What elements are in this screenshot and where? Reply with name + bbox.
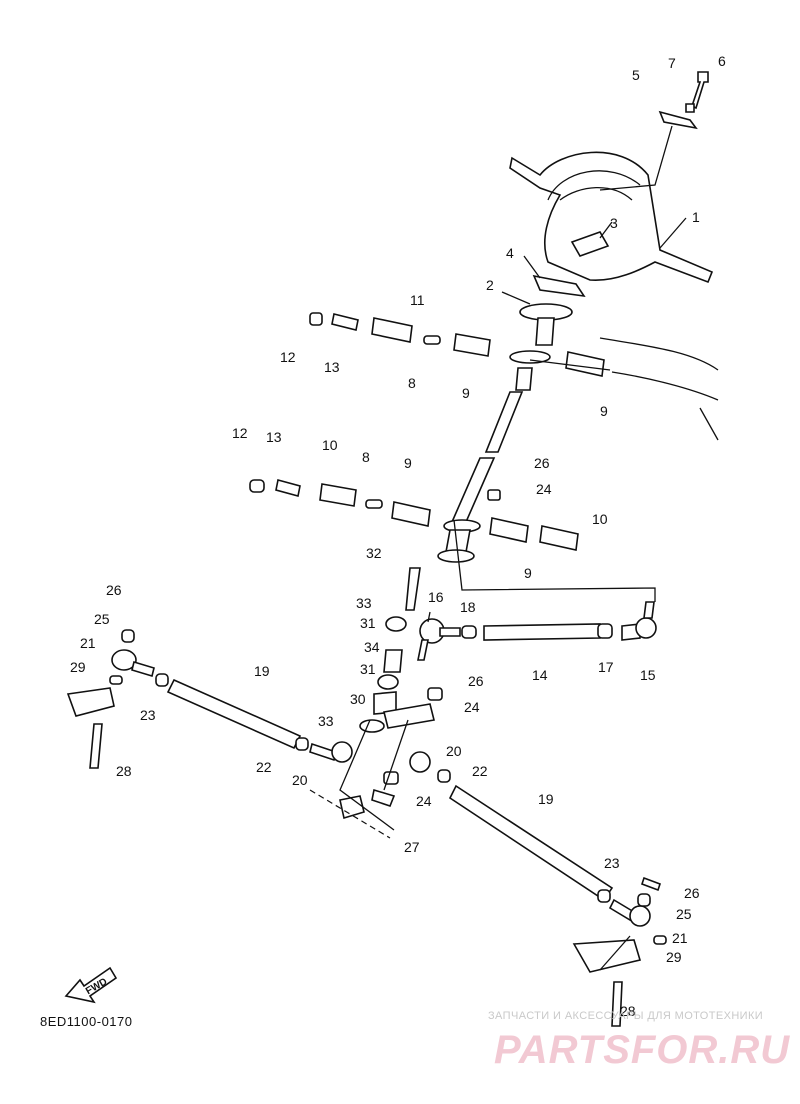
callout-26: 26 xyxy=(106,582,122,598)
callout-24: 24 xyxy=(464,699,480,715)
callout-13: 13 xyxy=(266,429,282,445)
pitman-assembly xyxy=(339,567,443,820)
callout-16: 16 xyxy=(428,589,444,605)
callout-23: 23 xyxy=(140,707,156,723)
callout-1: 1 xyxy=(692,209,700,225)
callout-12: 12 xyxy=(280,349,296,365)
tie-rod-left xyxy=(66,629,353,769)
tie-rod-center xyxy=(417,601,657,661)
callout-10: 10 xyxy=(592,511,608,527)
callout-27: 27 xyxy=(404,839,420,855)
frame-upper-section xyxy=(599,337,719,441)
watermark-caption: ЗАПЧАСТИ И АКСЕССУАРЫ ДЛЯ МОТОТЕХНИКИ xyxy=(488,1010,764,1022)
callout-26: 26 xyxy=(534,455,550,471)
callout-10: 10 xyxy=(322,437,338,453)
callout-9: 9 xyxy=(524,565,532,581)
handlebar-bracket xyxy=(658,110,698,130)
handlebar xyxy=(509,151,714,284)
callout-22: 22 xyxy=(472,763,488,779)
callout-21: 21 xyxy=(672,930,688,946)
callout-19: 19 xyxy=(538,791,554,807)
callout-3: 3 xyxy=(610,215,618,231)
callout-4: 4 xyxy=(506,245,514,261)
callout-24: 24 xyxy=(416,793,432,809)
callout-29: 29 xyxy=(70,659,86,675)
callout-7: 7 xyxy=(668,55,676,71)
callout-13: 13 xyxy=(324,359,340,375)
callout-8: 8 xyxy=(408,375,416,391)
callout-29: 29 xyxy=(666,949,682,965)
clamp-set-upper xyxy=(309,312,605,377)
drawing-code: 8ED1100-0170 xyxy=(40,1014,133,1029)
callout-5: 5 xyxy=(632,67,640,83)
callout-23: 23 xyxy=(604,855,620,871)
callout-8: 8 xyxy=(362,449,370,465)
fwd-arrow-icon: FWD xyxy=(64,966,118,1004)
callout-34: 34 xyxy=(364,639,380,655)
callout-9: 9 xyxy=(404,455,412,471)
callout-20: 20 xyxy=(292,772,308,788)
callout-22: 22 xyxy=(256,759,272,775)
fwd-label: FWD xyxy=(84,976,109,997)
callout-30: 30 xyxy=(350,691,366,707)
callout-21: 21 xyxy=(80,635,96,651)
callout-31: 31 xyxy=(360,661,376,677)
callout-11: 11 xyxy=(410,292,425,308)
handlebar-holder-upper xyxy=(570,231,610,257)
callout-6: 6 xyxy=(718,53,726,69)
steering-column xyxy=(437,303,573,563)
clamp-set-middle xyxy=(249,479,579,551)
callout-26: 26 xyxy=(684,885,700,901)
callout-9: 9 xyxy=(600,403,608,419)
callout-24: 24 xyxy=(536,481,552,497)
handlebar-bolt xyxy=(691,71,709,110)
callout-32: 32 xyxy=(366,545,382,561)
callout-19: 19 xyxy=(254,663,270,679)
callout-25: 25 xyxy=(676,906,692,922)
callout-33: 33 xyxy=(318,713,334,729)
callout-18: 18 xyxy=(460,599,476,615)
callout-31: 31 xyxy=(360,615,376,631)
leader-lines xyxy=(309,125,687,971)
tie-rod-right xyxy=(409,751,667,1027)
watermark-logo: PARTSFOR.RU xyxy=(494,1028,791,1072)
callout-15: 15 xyxy=(640,667,656,683)
callout-9: 9 xyxy=(462,385,470,401)
washer-7 xyxy=(685,103,695,113)
callout-14: 14 xyxy=(532,667,548,683)
callout-12: 12 xyxy=(232,425,248,441)
callout-2: 2 xyxy=(486,277,494,293)
handlebar-holder-lower xyxy=(532,274,586,298)
callout-26: 26 xyxy=(468,673,484,689)
callout-28: 28 xyxy=(620,1003,636,1019)
callout-33: 33 xyxy=(356,595,372,611)
callout-17: 17 xyxy=(598,659,614,675)
callout-20: 20 xyxy=(446,743,462,759)
callout-25: 25 xyxy=(94,611,110,627)
callout-28: 28 xyxy=(116,763,132,779)
